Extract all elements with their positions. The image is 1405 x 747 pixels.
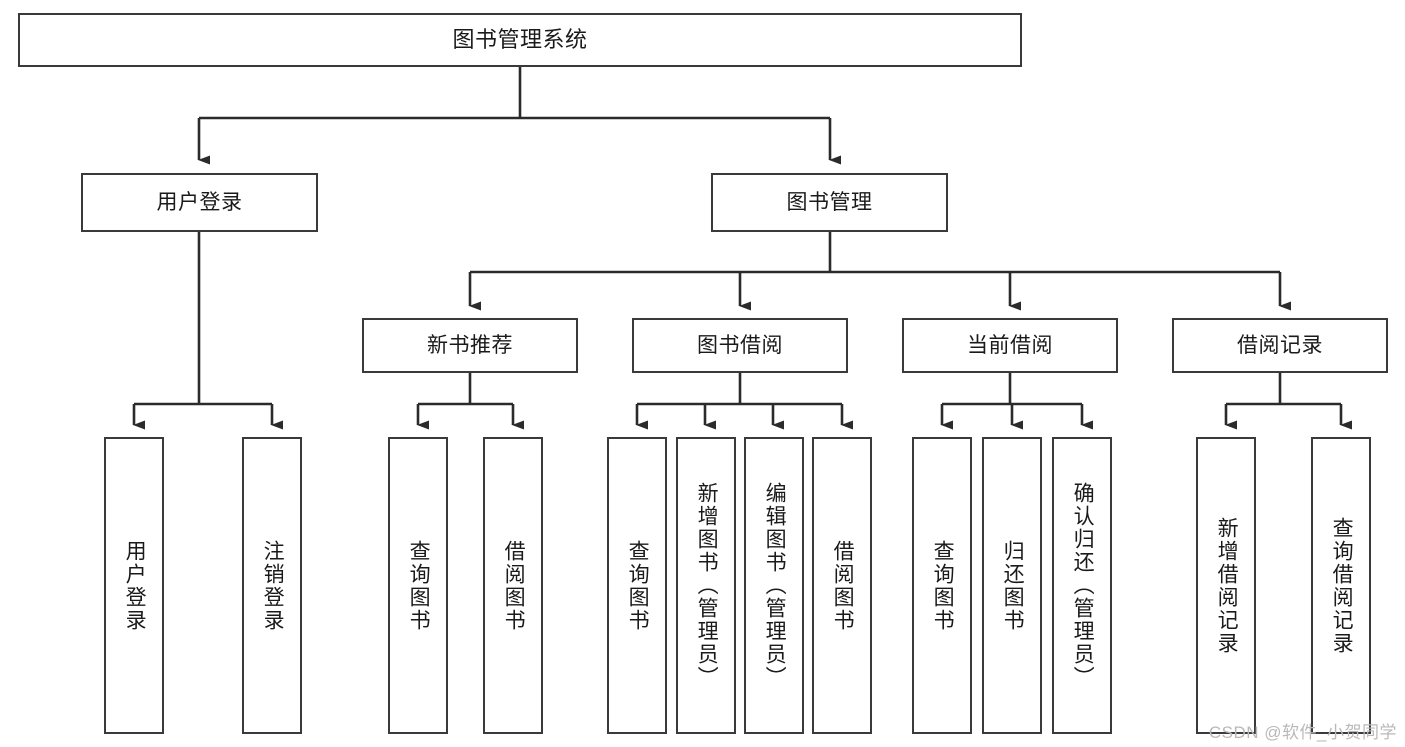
node-leaf-query-book-3-label: 查询图书 (931, 539, 955, 632)
node-new-book-recommend[interactable]: 新书推荐 (362, 318, 578, 373)
node-leaf-add-record[interactable]: 新增借阅记录 (1196, 437, 1256, 734)
node-leaf-query-book-1[interactable]: 查询图书 (388, 437, 448, 734)
node-leaf-edit-book-label: 编辑图书（管理员） (763, 482, 787, 689)
node-leaf-query-book-2[interactable]: 查询图书 (607, 437, 667, 734)
node-leaf-query-record[interactable]: 查询借阅记录 (1311, 437, 1371, 734)
node-book-borrow-label: 图书借阅 (697, 333, 783, 357)
node-current-borrow-label: 当前借阅 (967, 333, 1053, 357)
node-leaf-add-book-label: 新增图书（管理员） (695, 482, 719, 689)
node-leaf-borrow-book-1[interactable]: 借阅图书 (483, 437, 543, 734)
node-root-label: 图书管理系统 (452, 26, 588, 52)
node-new-book-recommend-label: 新书推荐 (427, 333, 513, 357)
node-leaf-logout-label: 注销登录 (261, 539, 285, 632)
node-leaf-add-book[interactable]: 新增图书（管理员） (676, 437, 736, 734)
node-book-manage-label: 图书管理 (786, 190, 873, 214)
node-book-manage[interactable]: 图书管理 (711, 173, 948, 232)
node-leaf-edit-book[interactable]: 编辑图书（管理员） (744, 437, 804, 734)
node-borrow-record-label: 借阅记录 (1237, 333, 1323, 357)
node-leaf-confirm-return-label: 确认归还（管理员） (1071, 482, 1095, 689)
node-leaf-user-login[interactable]: 用户登录 (104, 437, 164, 734)
node-book-borrow[interactable]: 图书借阅 (632, 318, 848, 373)
node-leaf-return-book[interactable]: 归还图书 (982, 437, 1042, 734)
watermark: CSDN @软件_小贺同学 (1208, 723, 1397, 742)
node-leaf-return-book-label: 归还图书 (1001, 539, 1025, 632)
node-leaf-borrow-book-1-label: 借阅图书 (502, 539, 526, 632)
node-user-login[interactable]: 用户登录 (81, 173, 318, 232)
node-leaf-query-book-1-label: 查询图书 (407, 539, 431, 632)
node-leaf-add-record-label: 新增借阅记录 (1215, 516, 1239, 655)
node-root[interactable]: 图书管理系统 (18, 13, 1022, 67)
node-leaf-query-book-3[interactable]: 查询图书 (912, 437, 972, 734)
node-borrow-record[interactable]: 借阅记录 (1172, 318, 1388, 373)
node-leaf-user-login-label: 用户登录 (123, 539, 147, 632)
node-leaf-confirm-return[interactable]: 确认归还（管理员） (1052, 437, 1112, 734)
node-leaf-borrow-book-2-label: 借阅图书 (831, 539, 855, 632)
node-leaf-query-record-label: 查询借阅记录 (1330, 516, 1354, 655)
node-leaf-query-book-2-label: 查询图书 (626, 539, 650, 632)
node-user-login-label: 用户登录 (156, 190, 243, 214)
node-leaf-logout[interactable]: 注销登录 (242, 437, 302, 734)
node-leaf-borrow-book-2[interactable]: 借阅图书 (812, 437, 872, 734)
node-current-borrow[interactable]: 当前借阅 (902, 318, 1118, 373)
